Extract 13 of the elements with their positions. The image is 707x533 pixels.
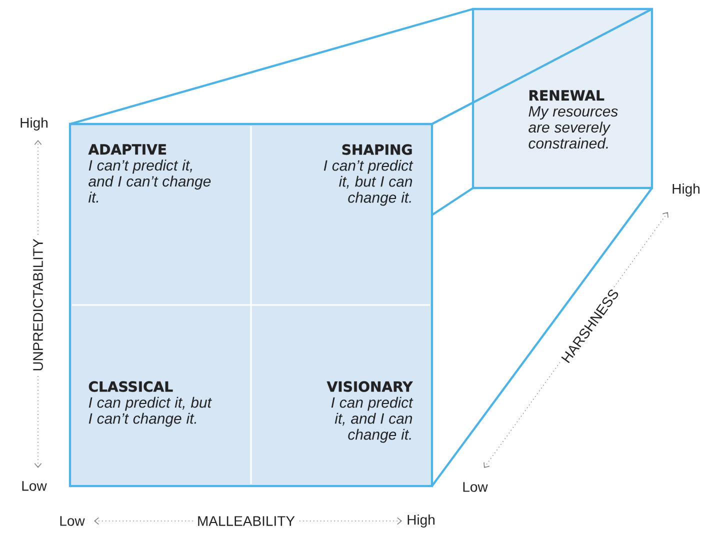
axis-title: UNPREDICTABILITY (31, 236, 45, 374)
axis-end-label: Low (57, 514, 87, 528)
quadrant-text: VISIONARY I can predict it, and I can change it. (326, 381, 414, 443)
axis-end-label: High (404, 512, 438, 530)
quadrant-text: CLASSICAL I can predict it, but I can’t change it. (88, 381, 212, 427)
axis-end-label: High (670, 181, 702, 199)
face-text: RENEWAL My resources are severely constrained. (528, 90, 618, 149)
quadrant-text: SHAPING I can’t predict it, but I can change it. (324, 144, 414, 206)
axis-end-label: High (18, 115, 50, 133)
quadrant-text: ADAPTIVE I can’t predict it, and I can’t change it. (88, 144, 211, 203)
axis-end-label: Low (19, 479, 49, 493)
axis-end-label: Low (460, 480, 490, 494)
axis-title: MALLEABILITY (194, 514, 298, 528)
